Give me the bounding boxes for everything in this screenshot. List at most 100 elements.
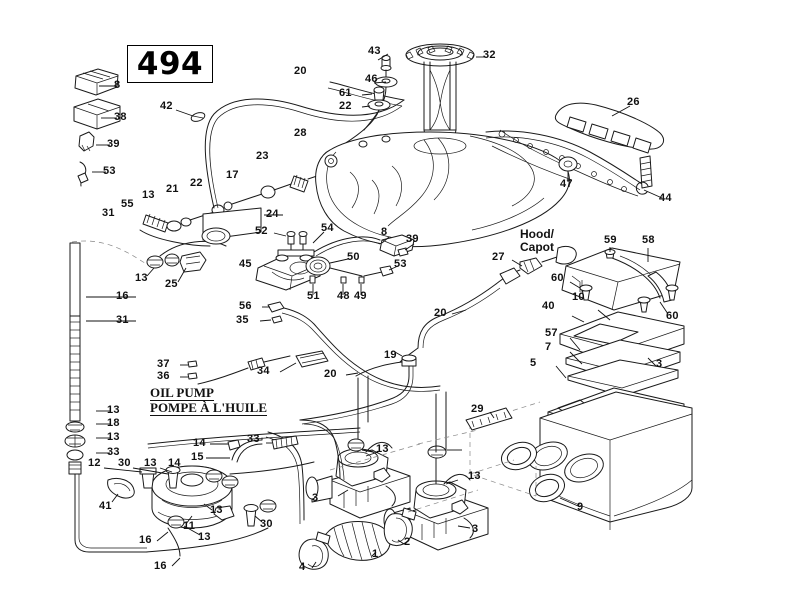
fittings-13-25 <box>146 227 231 283</box>
diagram-number: 494 <box>136 45 204 82</box>
callout-33: 33 <box>247 433 260 445</box>
callout-51: 51 <box>307 290 320 302</box>
hood-label: Hood/ Capot <box>520 228 554 254</box>
callout-5: 5 <box>530 357 537 369</box>
callout-11: 11 <box>183 520 196 532</box>
part-39-clip <box>78 131 110 152</box>
callout-31: 31 <box>116 314 129 326</box>
callout-43: 43 <box>368 45 381 57</box>
callout-61: 61 <box>339 87 352 99</box>
callout-57: 57 <box>545 327 558 339</box>
callout-49: 49 <box>354 290 367 302</box>
callout-24: 24 <box>266 208 279 220</box>
callout-34: 34 <box>257 365 270 377</box>
callout-21: 21 <box>166 183 179 195</box>
callout-38: 38 <box>114 111 127 123</box>
callout-16: 16 <box>116 290 129 302</box>
callout-53: 53 <box>394 258 407 270</box>
fuel-tank-28 <box>315 131 570 248</box>
callout-13: 13 <box>107 431 120 443</box>
callout-13: 13 <box>376 443 389 455</box>
callout-39: 39 <box>406 233 419 245</box>
callout-8: 8 <box>114 79 121 91</box>
fuel-pump-assembly <box>103 435 299 567</box>
callout-1: 1 <box>372 548 379 560</box>
callout-32: 32 <box>483 49 496 61</box>
callout-13: 13 <box>468 470 481 482</box>
part-38-connector <box>73 98 121 130</box>
hood-label-en: Hood/ <box>520 227 554 241</box>
hood-label-fr: Capot <box>520 239 554 254</box>
clamp-13-left-carb <box>347 438 374 453</box>
oil-pump-label-en: OIL PUMP <box>150 385 214 402</box>
oil-pump-label: OIL PUMP POMPE À L'HUILE <box>150 385 268 417</box>
callout-2: 2 <box>404 536 411 548</box>
callout-9: 9 <box>577 501 584 513</box>
callout-19: 19 <box>384 349 397 361</box>
callout-46: 46 <box>365 73 378 85</box>
callout-13: 13 <box>198 531 211 543</box>
callout-3: 3 <box>472 523 479 535</box>
callout-39: 39 <box>107 138 120 150</box>
callout-13: 13 <box>107 404 120 416</box>
callout-13: 13 <box>142 189 155 201</box>
callout-13: 13 <box>144 457 157 469</box>
callout-20: 20 <box>324 368 337 380</box>
callout-30: 30 <box>260 518 273 530</box>
callout-13: 13 <box>210 504 223 516</box>
oil-pump-label-fr: POMPE À L'HUILE <box>150 400 268 417</box>
callout-22: 22 <box>190 177 203 189</box>
callout-17: 17 <box>226 169 239 181</box>
callout-16: 16 <box>154 560 167 572</box>
airbox-assembly <box>465 247 693 530</box>
callout-45: 45 <box>239 258 252 270</box>
callout-26: 26 <box>627 96 640 108</box>
callout-60: 60 <box>666 310 679 322</box>
callout-54: 54 <box>321 222 334 234</box>
callout-8: 8 <box>381 226 388 238</box>
callout-33: 33 <box>107 446 120 458</box>
callout-56: 56 <box>239 300 252 312</box>
part-42-fitting <box>175 109 206 122</box>
fuel-line-20 <box>204 81 405 209</box>
callout-31: 31 <box>102 207 115 219</box>
callout-58: 58 <box>642 234 655 246</box>
callout-3: 3 <box>312 492 319 504</box>
throttle-cable-assembly <box>139 174 321 247</box>
bracket-45-assembly <box>255 231 415 295</box>
part-8-connector <box>74 68 119 96</box>
callout-52: 52 <box>255 225 268 237</box>
callout-40: 40 <box>542 300 555 312</box>
callout-55: 55 <box>121 198 134 210</box>
callout-35: 35 <box>236 314 249 326</box>
callout-44: 44 <box>659 192 672 204</box>
oil-hose-assembly <box>64 240 151 553</box>
callout-14: 14 <box>193 437 206 449</box>
callout-28: 28 <box>294 127 307 139</box>
rear-frame-assembly <box>485 102 664 199</box>
callout-3: 3 <box>656 358 663 370</box>
callout-20: 20 <box>434 307 447 319</box>
intake-boot-assembly <box>298 429 479 570</box>
callout-10: 10 <box>572 291 585 303</box>
leader-lines-misc <box>86 296 136 454</box>
callout-41: 41 <box>99 500 112 512</box>
callout-4: 4 <box>299 561 306 573</box>
callout-37: 37 <box>157 358 170 370</box>
callout-48: 48 <box>337 290 350 302</box>
callout-60: 60 <box>551 272 564 284</box>
oil-pump-cable <box>180 301 441 392</box>
callout-23: 23 <box>256 150 269 162</box>
carburetor-left <box>305 421 411 519</box>
vent-fittings <box>343 53 398 145</box>
callout-20: 20 <box>294 65 307 77</box>
part-53-strap <box>77 161 106 187</box>
diagram-number-badge: 494 <box>127 45 213 83</box>
callout-59: 59 <box>604 234 617 246</box>
callout-42: 42 <box>160 100 173 112</box>
callout-15: 15 <box>191 451 204 463</box>
callout-29: 29 <box>471 403 484 415</box>
callout-50: 50 <box>347 251 360 263</box>
callout-12: 12 <box>88 457 101 469</box>
